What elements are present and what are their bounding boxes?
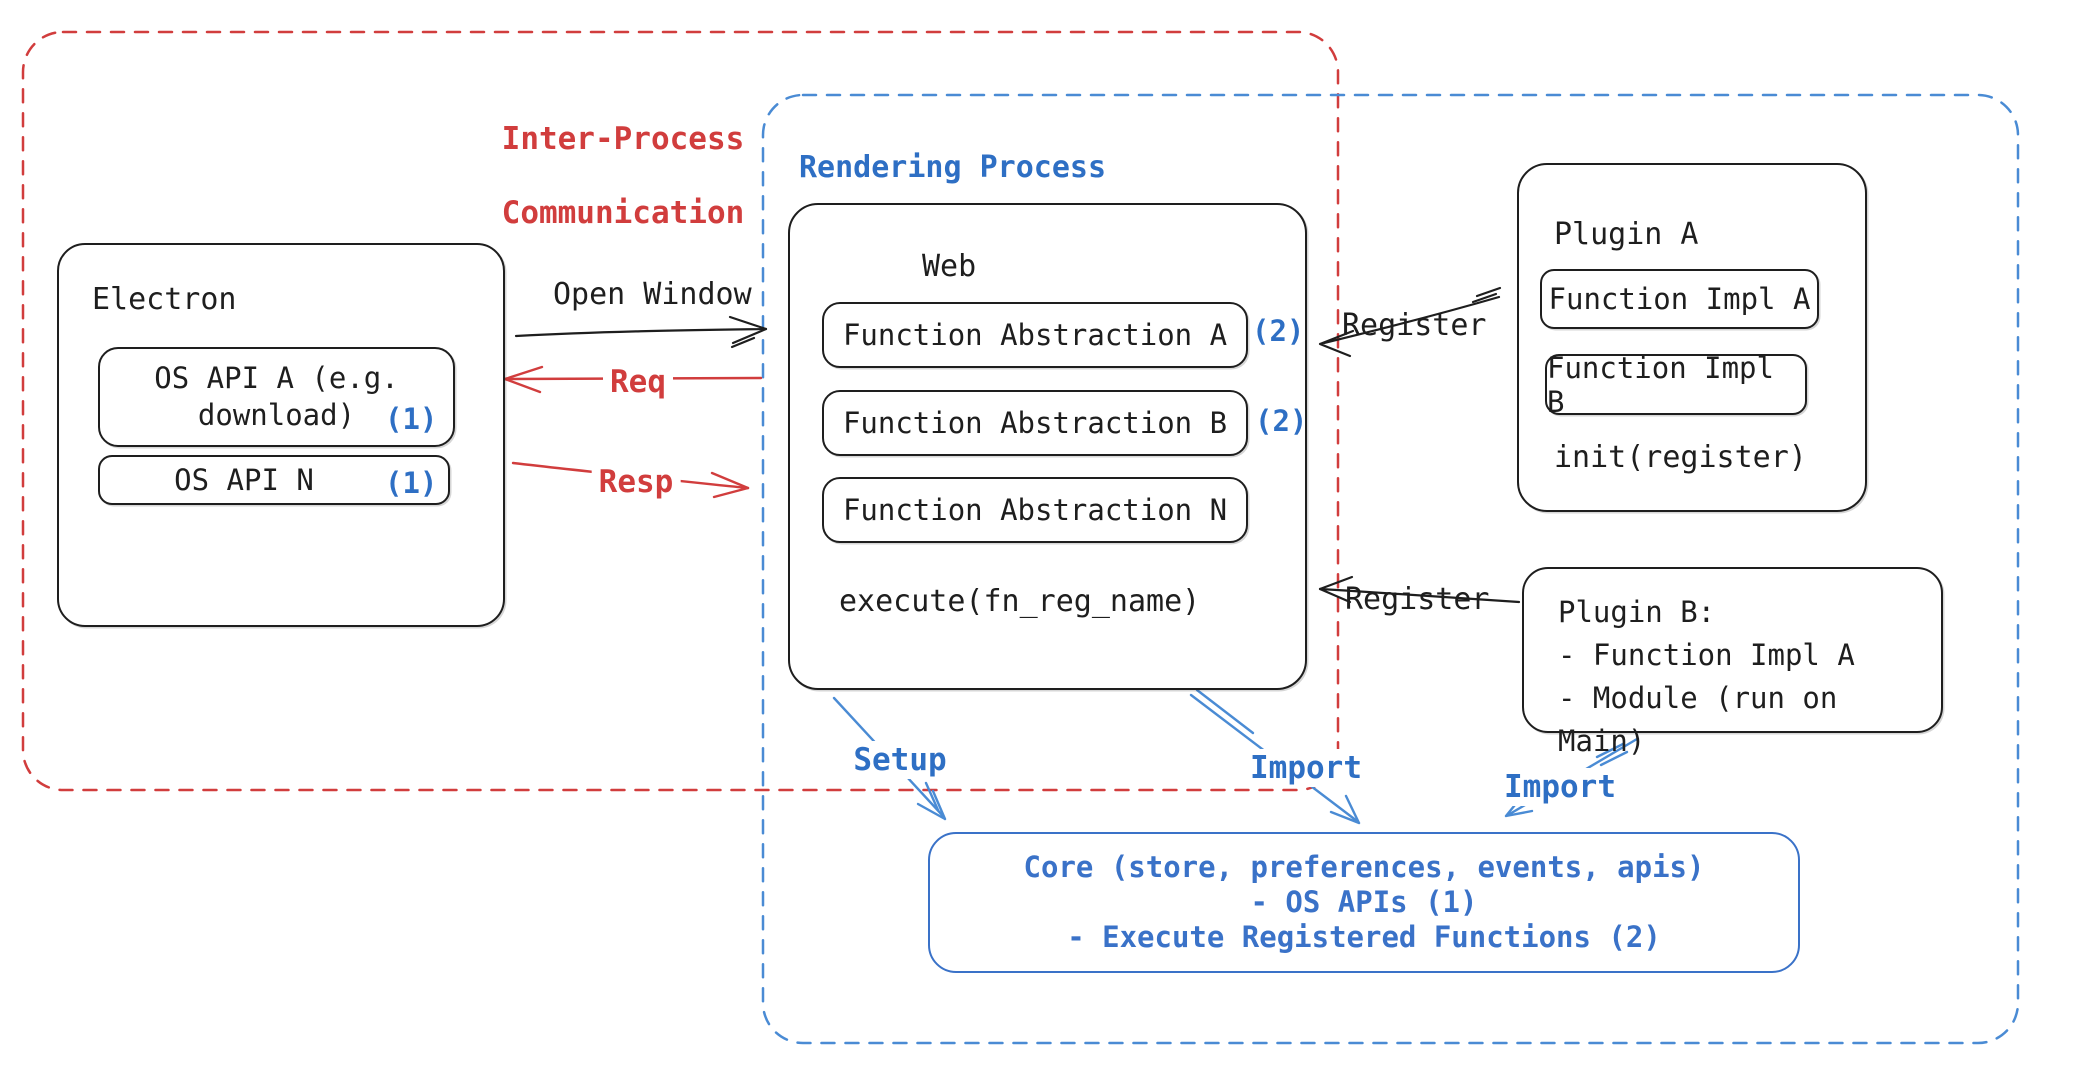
core-box: Core (store, preferences, events, apis) … xyxy=(928,832,1800,973)
execute-label: execute(fn_reg_name) xyxy=(839,584,1201,619)
plugin-b-line3: - Module (run on Main) xyxy=(1558,681,1838,758)
ipc-title-line2: Communication xyxy=(501,195,745,231)
req-label: Req xyxy=(603,363,673,401)
import-web-label: Import xyxy=(1243,749,1369,787)
function-impl-a-label: Function Impl A xyxy=(1548,282,1811,316)
core-line1: Core (store, preferences, events, apis) xyxy=(1023,850,1705,884)
function-abstraction-a-badge: (2) xyxy=(1252,314,1305,348)
os-api-n-label: OS API N xyxy=(174,463,314,497)
function-abstraction-n-label: Function Abstraction N xyxy=(842,493,1228,527)
ipc-title-line1: Inter-Process xyxy=(501,121,745,157)
function-abstraction-n-box: Function Abstraction N xyxy=(822,477,1248,543)
function-abstraction-b-box: Function Abstraction B xyxy=(822,390,1248,456)
web-box: Web Function Abstraction A Function Abst… xyxy=(788,203,1307,690)
import-plugin-label: Import xyxy=(1497,768,1623,806)
function-abstraction-b-label: Function Abstraction B xyxy=(842,406,1228,440)
electron-title: Electron xyxy=(92,282,237,317)
open-window-label: Open Window xyxy=(553,277,752,312)
rendering-process-title: Rendering Process xyxy=(799,150,1107,185)
register-b-arrow xyxy=(1318,575,1521,604)
register-b-label: Register xyxy=(1345,582,1490,617)
os-api-a-line1: OS API A (e.g. xyxy=(154,361,399,395)
function-abstraction-b-badge: (2) xyxy=(1255,404,1308,438)
plugin-a-title: Plugin A xyxy=(1554,217,1699,252)
ipc-dashed-region xyxy=(21,30,1340,792)
function-impl-b-label: Function Impl B xyxy=(1547,350,1774,419)
function-impl-b-box: Function Impl B xyxy=(1545,351,1807,419)
register-a-label: Register xyxy=(1342,308,1487,343)
resp-label: Resp xyxy=(591,463,681,501)
rendering-process-dashed-region xyxy=(761,93,2020,1045)
os-api-a-line2: download) xyxy=(197,398,356,432)
core-line3: - Execute Registered Functions (2) xyxy=(1067,920,1661,954)
web-title: Web xyxy=(922,249,977,284)
function-abstraction-a-label: Function Abstraction A xyxy=(842,318,1228,352)
plugin-b-line1: Plugin B: xyxy=(1558,595,1716,629)
ipc-region-title: Inter-Process Communication xyxy=(427,84,745,269)
core-line2: - OS APIs (1) xyxy=(1250,885,1478,919)
init-register-label: init(register) xyxy=(1554,440,1807,475)
function-impl-a-box: Function Impl A xyxy=(1540,269,1819,329)
setup-label: Setup xyxy=(846,741,954,779)
os-api-a-badge: (1) xyxy=(385,402,438,436)
function-abstraction-a-box: Function Abstraction A xyxy=(822,302,1248,368)
open-window-arrow xyxy=(514,315,768,349)
os-api-a-box: OS API A (e.g. download) xyxy=(98,347,455,447)
plugin-a-box: Plugin A Function Impl A Function Impl B… xyxy=(1517,163,1867,512)
plugin-b-box: Plugin B: - Function Impl A - Module (ru… xyxy=(1522,567,1943,758)
os-api-n-badge: (1) xyxy=(385,466,438,500)
plugin-b-line2: - Function Impl A xyxy=(1558,638,1855,672)
register-a-arrow xyxy=(1318,286,1502,358)
os-api-n-box: OS API N xyxy=(98,455,450,505)
